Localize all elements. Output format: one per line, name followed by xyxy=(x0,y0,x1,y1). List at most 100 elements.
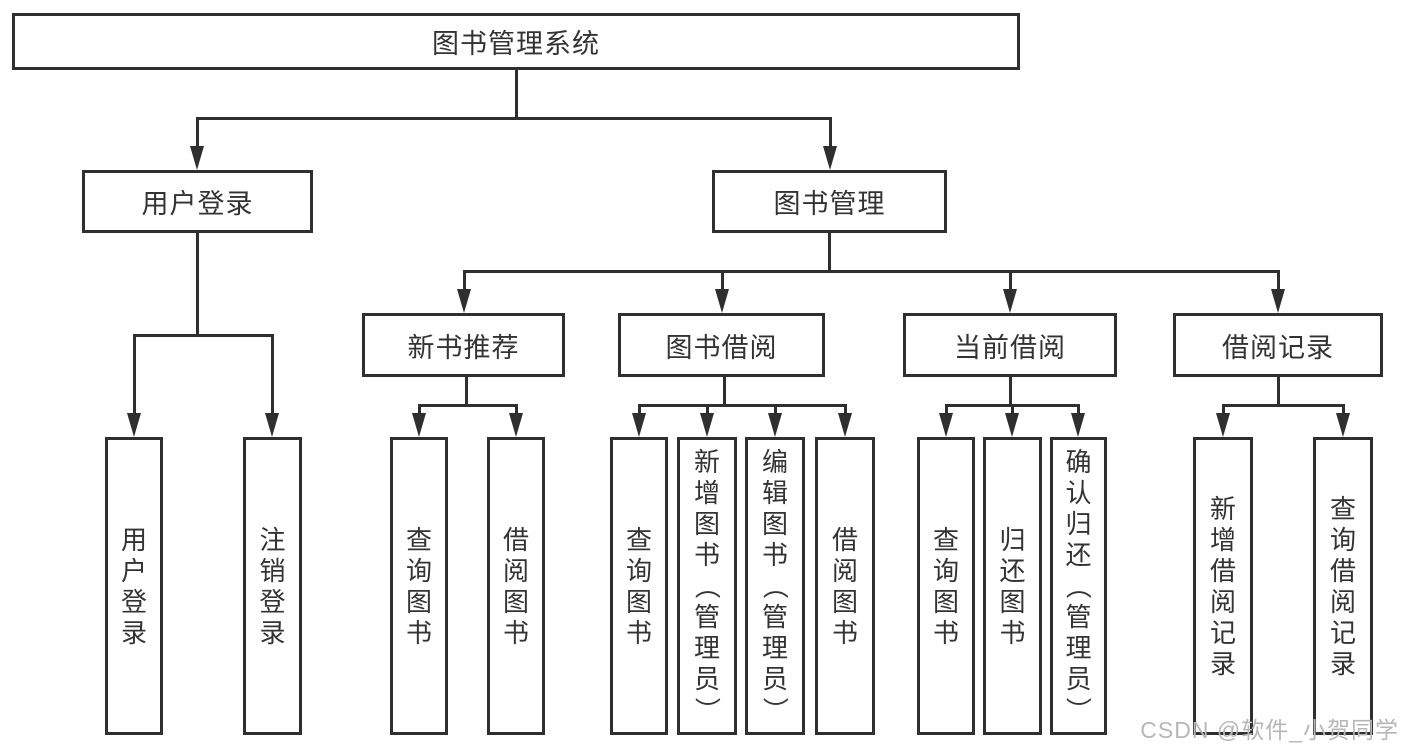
vertical-glyph: 书 xyxy=(999,617,1026,648)
vertical-glyph: 阅 xyxy=(502,555,529,586)
vertical-glyph: ） xyxy=(759,696,790,724)
leaf-logout: 注销登录 xyxy=(243,437,302,735)
arrowhead-icon xyxy=(1003,289,1017,313)
connector-line xyxy=(271,335,274,414)
node-book-management: 图书管理 xyxy=(712,170,947,233)
arrowhead-icon xyxy=(700,413,714,437)
node-borrowing-records: 借阅记录 xyxy=(1173,313,1383,377)
connector-line xyxy=(515,70,518,119)
leaf-user-login: 用户登录 xyxy=(105,437,163,735)
vertical-glyph: 录 xyxy=(1209,648,1236,679)
vertical-glyph: 增 xyxy=(693,478,720,508)
connector-line xyxy=(829,118,832,148)
vertical-glyph: 查 xyxy=(932,524,959,555)
vertical-glyph: 借 xyxy=(1329,555,1356,586)
leaf-label: 查询图书 xyxy=(393,440,445,732)
vertical-glyph: 书 xyxy=(932,617,959,648)
connector-line xyxy=(463,270,1280,273)
connector-line xyxy=(418,405,421,416)
connector-line xyxy=(1277,271,1280,290)
connector-line xyxy=(774,405,777,416)
arrowhead-icon xyxy=(838,413,852,437)
node-label: 图书管理 xyxy=(773,189,886,219)
vertical-glyph: 阅 xyxy=(1209,586,1236,617)
node-label: 用户登录 xyxy=(141,189,254,219)
arrowhead-icon xyxy=(457,289,471,313)
vertical-glyph: 阅 xyxy=(1329,586,1356,617)
vertical-glyph: 管 xyxy=(1065,602,1092,632)
vertical-glyph: 管 xyxy=(761,602,788,632)
arrowhead-icon xyxy=(127,413,141,437)
connector-line xyxy=(638,404,847,407)
leaf-query-books-current: 查询图书 xyxy=(917,437,975,735)
vertical-glyph: ） xyxy=(1063,696,1094,724)
leaf-confirm-return-admin: 确认归还（管理员） xyxy=(1050,437,1107,735)
vertical-glyph: 辑 xyxy=(761,478,788,508)
node-new-book-recommend: 新书推荐 xyxy=(362,313,565,377)
watermark: CSDN @软件_小贺同学 xyxy=(1140,717,1399,743)
arrowhead-icon xyxy=(823,146,837,170)
vertical-glyph: 询 xyxy=(932,555,959,586)
leaf-label: 用户登录 xyxy=(108,440,160,732)
vertical-glyph: 图 xyxy=(693,509,720,539)
leaf-borrow-books-recommend: 借阅图书 xyxy=(487,437,545,735)
connector-line xyxy=(1011,405,1014,416)
vertical-glyph: 认 xyxy=(1065,478,1092,508)
vertical-glyph: 阅 xyxy=(831,555,858,586)
node-label: 新书推荐 xyxy=(407,332,520,363)
leaf-label: 归还图书 xyxy=(986,440,1039,732)
connector-line xyxy=(133,334,274,337)
vertical-glyph: 查 xyxy=(625,524,652,555)
vertical-glyph: 理 xyxy=(761,633,788,663)
arrowhead-icon xyxy=(939,413,953,437)
connector-line xyxy=(844,405,847,416)
arrowhead-icon xyxy=(632,413,646,437)
vertical-glyph: 询 xyxy=(405,555,432,586)
vertical-glyph: 销 xyxy=(259,555,286,586)
leaf-query-books-recommend: 查询图书 xyxy=(390,437,448,735)
arrowhead-icon xyxy=(1336,413,1350,437)
arrowhead-icon xyxy=(768,413,782,437)
node-label: 当前借阅 xyxy=(954,332,1066,363)
arrowhead-icon xyxy=(265,413,279,437)
arrowhead-icon xyxy=(1271,289,1285,313)
leaf-label: 确认归还（管理员） xyxy=(1053,440,1104,732)
vertical-glyph: 书 xyxy=(693,540,720,570)
connector-line xyxy=(196,118,199,148)
vertical-glyph: 询 xyxy=(1329,524,1356,555)
connector-line xyxy=(196,117,832,120)
leaf-label: 借阅图书 xyxy=(490,440,542,732)
vertical-glyph: 编 xyxy=(761,447,788,477)
connector-line xyxy=(1222,405,1225,416)
vertical-glyph: （ xyxy=(1063,572,1094,600)
vertical-glyph: 借 xyxy=(831,524,858,555)
leaf-add-borrow-record: 新增借阅记录 xyxy=(1193,437,1253,735)
leaf-label: 新增图书（管理员） xyxy=(680,440,734,732)
arrowhead-icon xyxy=(1216,413,1230,437)
connector-line xyxy=(706,405,709,416)
leaf-label: 借阅图书 xyxy=(818,440,872,732)
leaf-label: 编辑图书（管理员） xyxy=(748,440,802,732)
connector-line xyxy=(418,404,518,407)
vertical-glyph: 归 xyxy=(1065,509,1092,539)
vertical-glyph: 书 xyxy=(502,617,529,648)
connector-line xyxy=(638,405,641,416)
connector-line xyxy=(1222,404,1345,407)
vertical-glyph: 理 xyxy=(693,633,720,663)
vertical-glyph: 录 xyxy=(259,617,286,648)
vertical-glyph: 图 xyxy=(625,586,652,617)
vertical-glyph: 借 xyxy=(1209,555,1236,586)
vertical-glyph: 图 xyxy=(502,586,529,617)
vertical-glyph: 图 xyxy=(999,586,1026,617)
vertical-glyph: 还 xyxy=(1065,540,1092,570)
vertical-glyph: 归 xyxy=(999,524,1026,555)
connector-line xyxy=(723,377,726,407)
vertical-glyph: 图 xyxy=(761,509,788,539)
vertical-glyph: 登 xyxy=(259,586,286,617)
arrowhead-icon xyxy=(190,146,204,170)
vertical-glyph: （ xyxy=(691,572,722,600)
vertical-glyph: 理 xyxy=(1065,633,1092,663)
connector-line xyxy=(1009,377,1012,407)
vertical-glyph: 新 xyxy=(1209,493,1236,524)
vertical-glyph: 查 xyxy=(1329,493,1356,524)
